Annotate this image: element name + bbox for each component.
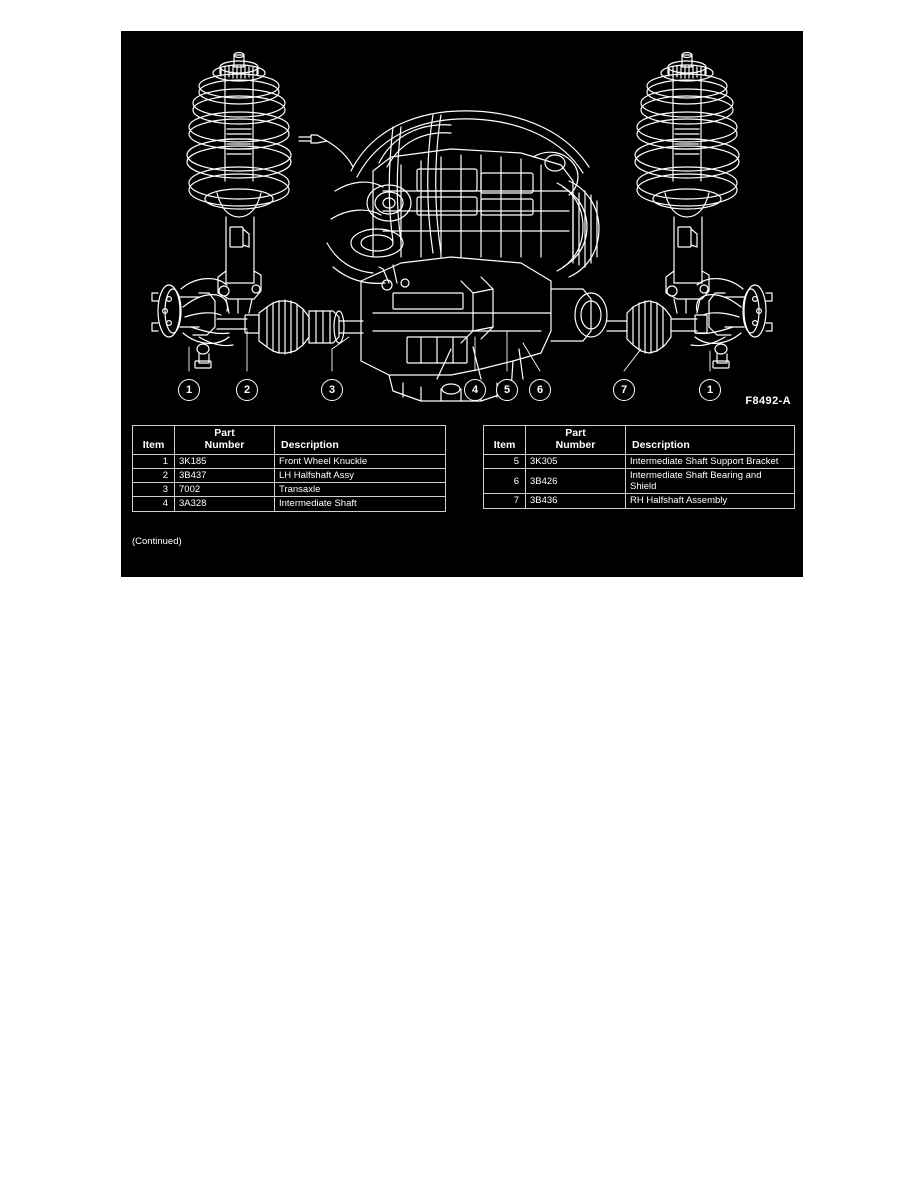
table-row: 2 3B437 LH Halfshaft Assy — [132, 467, 446, 484]
cell-part-number: 3B436 — [525, 493, 626, 509]
table-row: 5 3K305 Intermediate Shaft Support Brack… — [483, 453, 795, 469]
table-header-row: Item Part Number Description — [132, 425, 446, 455]
rh-halfshaft — [606, 300, 708, 354]
cell-description: Front Wheel Knuckle — [274, 453, 446, 469]
header-part-number: Part Number — [174, 425, 275, 455]
cell-description: RH Halfshaft Assembly — [625, 493, 795, 509]
cell-description: Intermediate Shaft Support Bracket — [625, 453, 795, 469]
callout-6: 6 — [529, 379, 551, 401]
cell-part-number: 3A328 — [174, 496, 275, 512]
cell-item: 3 — [132, 482, 175, 498]
table-row: 1 3K185 Front Wheel Knuckle — [132, 453, 446, 469]
table-row: 3 7002 Transaxle — [132, 482, 446, 498]
cell-item: 7 — [483, 493, 526, 509]
lh-halfshaft — [216, 299, 364, 355]
left-strut-assembly — [186, 51, 292, 314]
parts-table-right: Item Part Number Description 5 3K305 Int… — [483, 425, 795, 509]
callout-leader-lines — [188, 330, 711, 372]
header-item: Item — [132, 425, 175, 455]
suspension-transaxle-diagram — [151, 51, 773, 402]
cell-part-number: 7002 — [174, 482, 275, 498]
header-part-line1: Part — [214, 427, 235, 439]
cell-part-number: 3K305 — [525, 453, 626, 469]
header-part-line2: Number — [555, 439, 596, 452]
parts-table-left: Item Part Number Description 1 3K185 Fro… — [132, 425, 446, 512]
figure-panel: 1 2 3 4 5 6 7 1 F8492-A Item Part Number… — [121, 31, 803, 577]
header-part-line1: Part — [565, 427, 586, 439]
header-item: Item — [483, 425, 526, 455]
cell-item: 4 — [132, 496, 175, 512]
cell-item: 1 — [132, 453, 175, 469]
cell-description: Intermediate Shaft Bearing and Shield — [625, 467, 795, 495]
right-wheel-knuckle — [690, 278, 773, 369]
table-row: 7 3B436 RH Halfshaft Assembly — [483, 493, 795, 509]
cell-description: Transaxle — [274, 482, 446, 498]
header-part-line2: Number — [204, 439, 245, 452]
cell-item: 2 — [132, 467, 175, 484]
table-header-row: Item Part Number Description — [483, 425, 795, 455]
callout-1-right: 1 — [699, 379, 721, 401]
transaxle-assembly — [298, 110, 608, 402]
header-part-number: Part Number — [525, 425, 626, 455]
intermediate-shaft — [436, 346, 524, 380]
callout-5: 5 — [496, 379, 518, 401]
cell-part-number: 3B426 — [525, 467, 626, 495]
callout-4: 4 — [464, 379, 486, 401]
cell-item: 5 — [483, 453, 526, 469]
figure-id-label: F8492-A — [745, 395, 791, 407]
cell-description: LH Halfshaft Assy — [274, 467, 446, 484]
cell-part-number: 3K185 — [174, 453, 275, 469]
header-description: Description — [625, 425, 795, 455]
table-row: 6 3B426 Intermediate Shaft Bearing and S… — [483, 467, 795, 495]
callout-7: 7 — [613, 379, 635, 401]
cell-item: 6 — [483, 467, 526, 495]
cell-part-number: 3B437 — [174, 467, 275, 484]
header-description: Description — [274, 425, 446, 455]
continued-label: (Continued) — [132, 536, 182, 547]
callout-3: 3 — [321, 379, 343, 401]
callout-1-left: 1 — [178, 379, 200, 401]
left-wheel-knuckle — [151, 278, 234, 369]
table-row: 4 3A328 Intermediate Shaft — [132, 496, 446, 512]
cell-description: Intermediate Shaft — [274, 496, 446, 512]
right-strut-assembly — [634, 51, 740, 314]
callout-2: 2 — [236, 379, 258, 401]
